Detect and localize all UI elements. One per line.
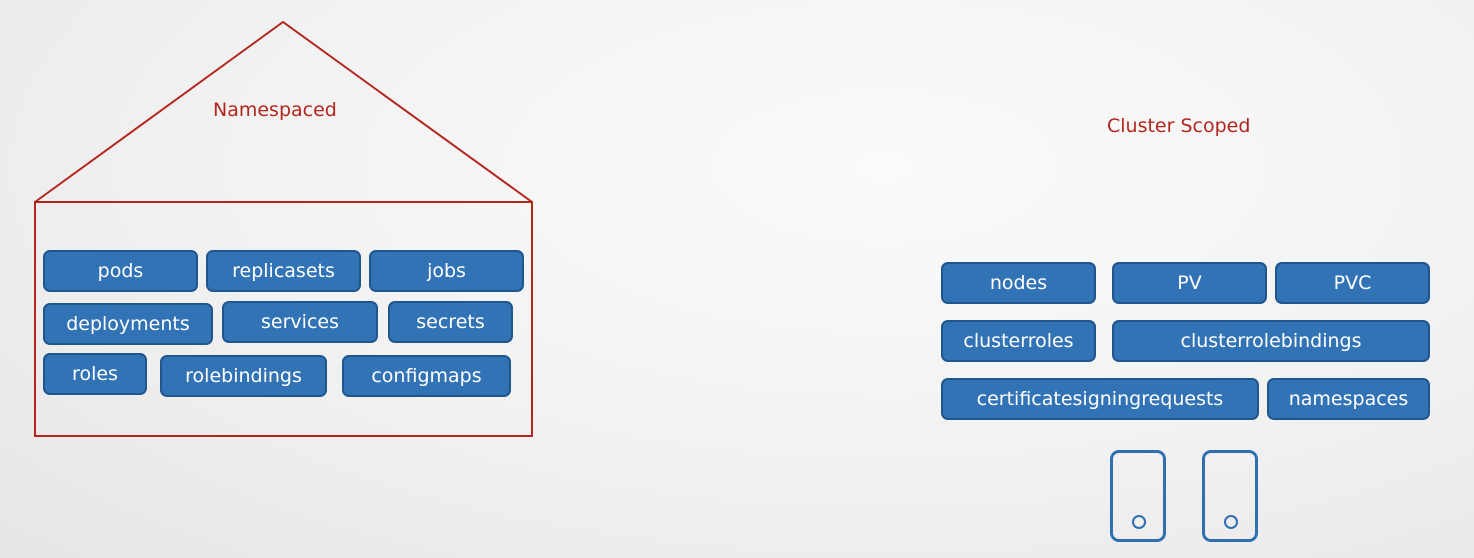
server-indicator xyxy=(1224,515,1238,529)
resource-jobs: jobs xyxy=(369,250,524,292)
resource-certificatesigningrequests: certificatesigningrequests xyxy=(941,378,1259,420)
resource-pv: PV xyxy=(1112,262,1267,304)
namespaced-title: Namespaced xyxy=(213,99,337,121)
resource-pods: pods xyxy=(43,250,198,292)
resource-deployments: deployments xyxy=(43,303,213,345)
resource-configmaps: configmaps xyxy=(342,355,511,397)
server-indicator xyxy=(1132,515,1146,529)
resource-nodes: nodes xyxy=(941,262,1096,304)
resource-clusterroles: clusterroles xyxy=(941,320,1096,362)
resource-namespaces: namespaces xyxy=(1267,378,1430,420)
server-icon xyxy=(1202,450,1258,542)
resource-clusterrolebindings: clusterrolebindings xyxy=(1112,320,1430,362)
cluster-scoped-title: Cluster Scoped xyxy=(1107,115,1251,137)
server-icon xyxy=(1110,450,1166,542)
resource-rolebindings: rolebindings xyxy=(160,355,327,397)
resource-secrets: secrets xyxy=(388,301,513,343)
resource-pvc: PVC xyxy=(1275,262,1430,304)
resource-replicasets: replicasets xyxy=(206,250,361,292)
resource-services: services xyxy=(222,301,378,343)
resource-roles: roles xyxy=(43,353,147,395)
